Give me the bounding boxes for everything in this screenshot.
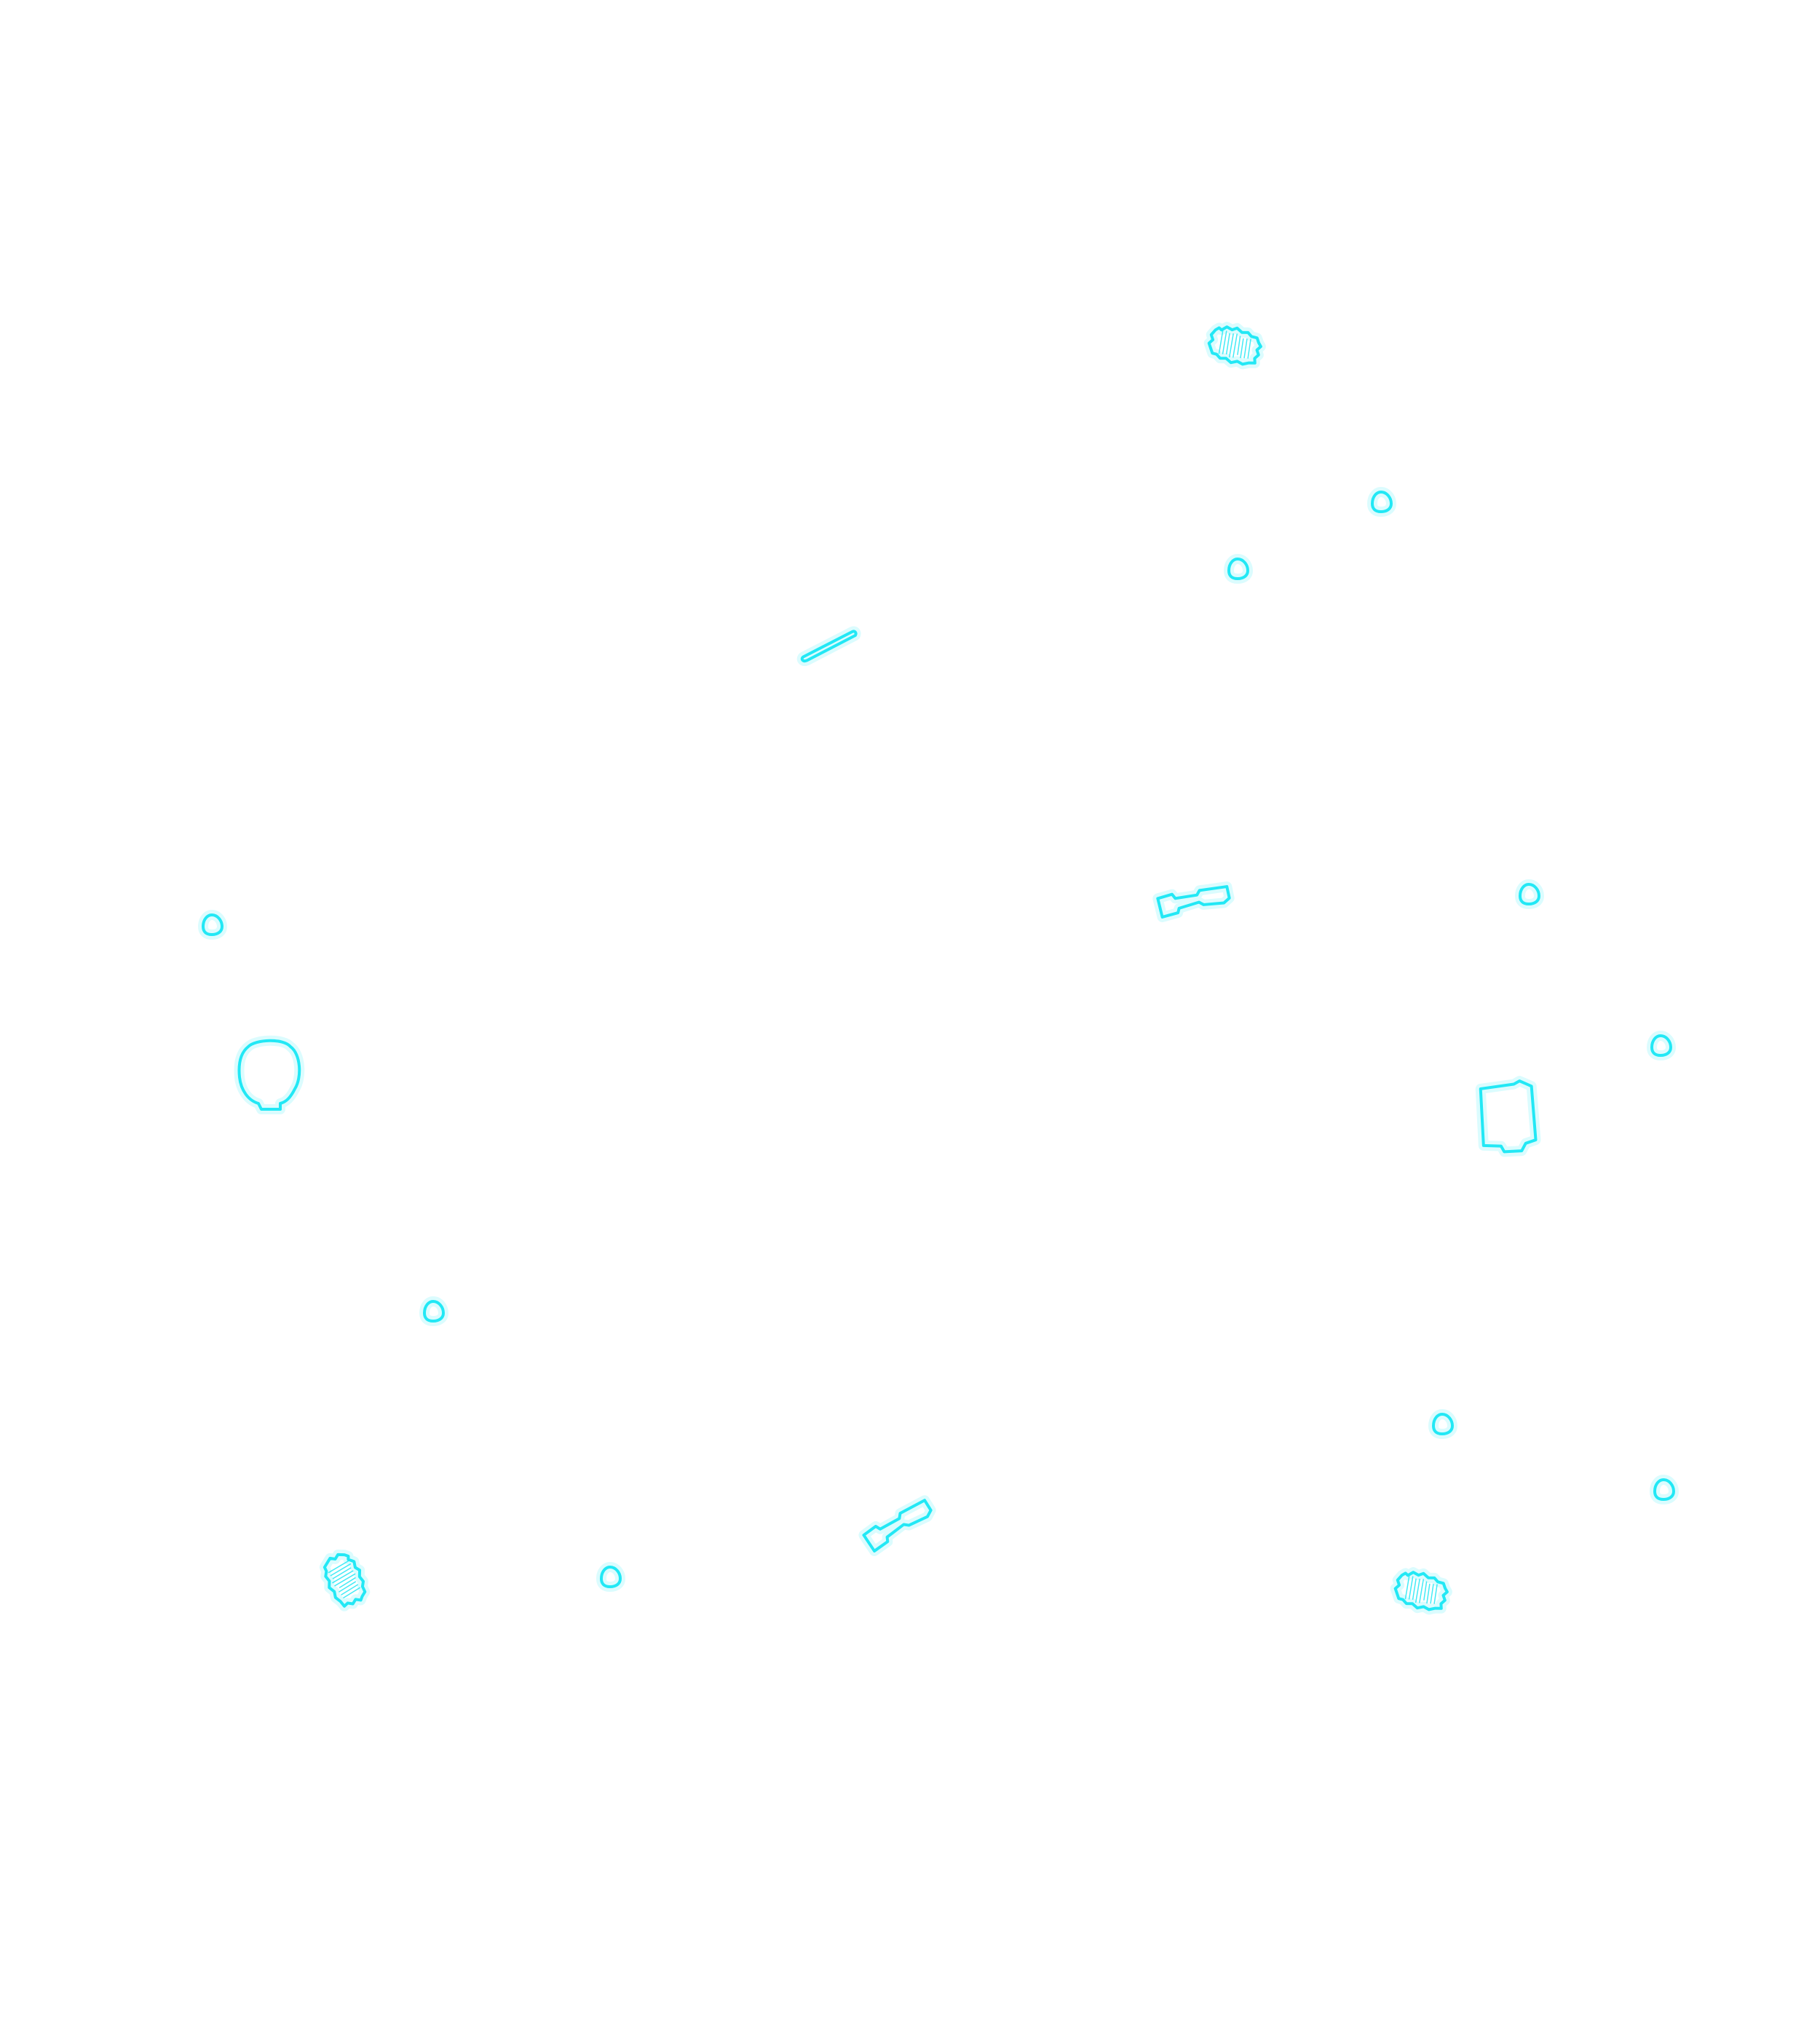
drop-top-1-shape <box>1367 487 1396 517</box>
chip-bottom-left-hatch-5 <box>339 1577 356 1588</box>
chip-bottom-left-hatch-8 <box>343 1587 361 1598</box>
bar-center-top-outline <box>800 630 858 663</box>
dumbbell-center-right-outline <box>1156 885 1231 919</box>
chip-bottom-right-hatch-2 <box>1412 1578 1417 1600</box>
chip-bottom-left-hatch-2 <box>332 1567 352 1579</box>
drop-left-1-shape <box>198 910 227 940</box>
chip-top-right-hatch-8 <box>1247 338 1251 359</box>
chip-bottom-left-shape <box>319 1549 371 1611</box>
blob-left-shape <box>234 1035 305 1114</box>
drop-right-1-shape <box>1515 879 1544 909</box>
shapes-layer <box>198 322 1679 1615</box>
drop-left-2-outline <box>423 1300 445 1323</box>
bar-center-top-shape <box>796 626 861 667</box>
drop-right-3-outline <box>1432 1413 1454 1435</box>
chip-top-right-shape <box>1203 322 1266 370</box>
chip-bottom-right-hatch-1 <box>1408 1576 1414 1600</box>
chip-bottom-right-shape <box>1390 1567 1452 1615</box>
drop-bottom-left-outline <box>600 1566 622 1588</box>
chip-bottom-left-hatch-4 <box>334 1573 356 1587</box>
chip-bottom-right-hatch-6 <box>1426 1583 1431 1604</box>
drop-right-1-outline <box>1519 883 1540 905</box>
square-right-outline <box>1479 1079 1538 1154</box>
chip-bottom-left-outline <box>323 1553 367 1608</box>
dumbbell-bottom-center-shape <box>858 1495 936 1556</box>
drop-right-2-shape <box>1647 1031 1676 1060</box>
drop-top-1-outline <box>1371 491 1393 513</box>
chip-bottom-left-hatch-6 <box>339 1581 357 1593</box>
chip-top-right-hatch-5 <box>1237 336 1241 355</box>
drop-right-3-shape <box>1428 1409 1457 1439</box>
chip-bottom-left-hatch-0 <box>328 1560 349 1574</box>
dumbbell-bottom-center-outline <box>862 1499 933 1553</box>
chip-bottom-left-hatch-1 <box>330 1563 352 1577</box>
chip-bottom-right-hatch-7 <box>1430 1584 1434 1604</box>
drop-right-4-outline <box>1653 1478 1675 1501</box>
chip-top-right-hatch-2 <box>1225 333 1230 354</box>
blob-left-outline <box>237 1039 301 1111</box>
square-right-shape <box>1475 1076 1541 1157</box>
chip-bottom-right-hatch-0 <box>1404 1576 1410 1600</box>
drop-top-2-shape <box>1224 554 1253 584</box>
drop-right-4-shape <box>1650 1475 1679 1504</box>
chip-top-right-hatch-0 <box>1218 330 1224 354</box>
chip-bottom-right-hatch-3 <box>1415 1578 1420 1603</box>
chip-top-right-outline <box>1207 325 1262 366</box>
chip-bottom-right-hatch-8 <box>1433 1584 1438 1604</box>
chip-top-right-hatch-1 <box>1222 330 1227 354</box>
dumbbell-center-right-shape <box>1152 881 1235 922</box>
drop-left-2-shape <box>419 1296 448 1326</box>
chip-bottom-left-hatch-7 <box>341 1584 359 1595</box>
chip-top-right-hatch-4 <box>1233 333 1238 358</box>
chip-bottom-right-hatch-5 <box>1423 1581 1428 1601</box>
chip-bottom-right-outline <box>1393 1571 1449 1611</box>
chip-top-right-hatch-3 <box>1228 333 1234 358</box>
chip-top-right-hatch-7 <box>1243 338 1248 359</box>
chip-top-right-hatch-6 <box>1240 338 1244 359</box>
chip-bottom-left-hatch-3 <box>332 1570 354 1584</box>
drop-top-2-outline <box>1227 558 1249 580</box>
drop-right-2-outline <box>1650 1034 1672 1057</box>
drop-left-1-outline <box>202 913 223 936</box>
drop-bottom-left-shape <box>596 1562 625 1592</box>
chip-bottom-right-hatch-4 <box>1419 1579 1424 1603</box>
